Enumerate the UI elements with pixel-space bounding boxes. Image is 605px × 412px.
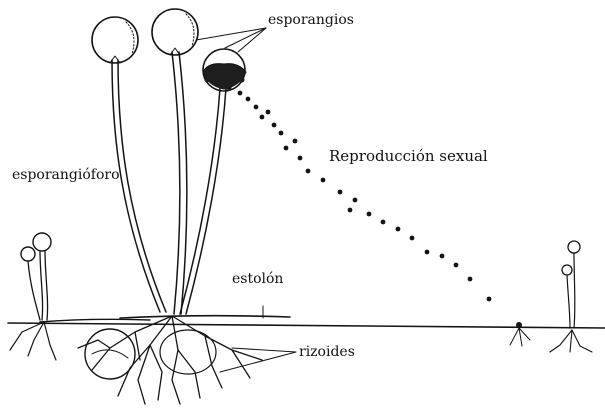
label-rhizoids: rizoides	[299, 345, 355, 359]
stolon-hypha-left	[40, 319, 150, 322]
label-sporangiophore: esporangióforo	[12, 168, 120, 182]
sporangium-left	[92, 17, 138, 63]
small-colony-left	[10, 233, 56, 360]
spore-detail-circle	[85, 329, 135, 379]
spore-trail	[238, 91, 492, 302]
label-stolon: estolón	[232, 272, 283, 286]
label-sexual-reproduction: Reproducción sexual	[329, 149, 488, 164]
germinating-spore	[510, 322, 530, 346]
sporangiophore-middle	[172, 52, 187, 314]
stolon-hypha	[120, 316, 290, 318]
sporangiophore-left	[112, 60, 166, 312]
rhizoid-detail-circle	[160, 330, 216, 374]
label-sporangia: esporangios	[268, 13, 354, 27]
sporangium-right-rupturing	[203, 49, 246, 91]
sporangium-middle	[152, 9, 198, 55]
small-colony-right	[550, 241, 592, 352]
substrate-line	[8, 323, 605, 328]
